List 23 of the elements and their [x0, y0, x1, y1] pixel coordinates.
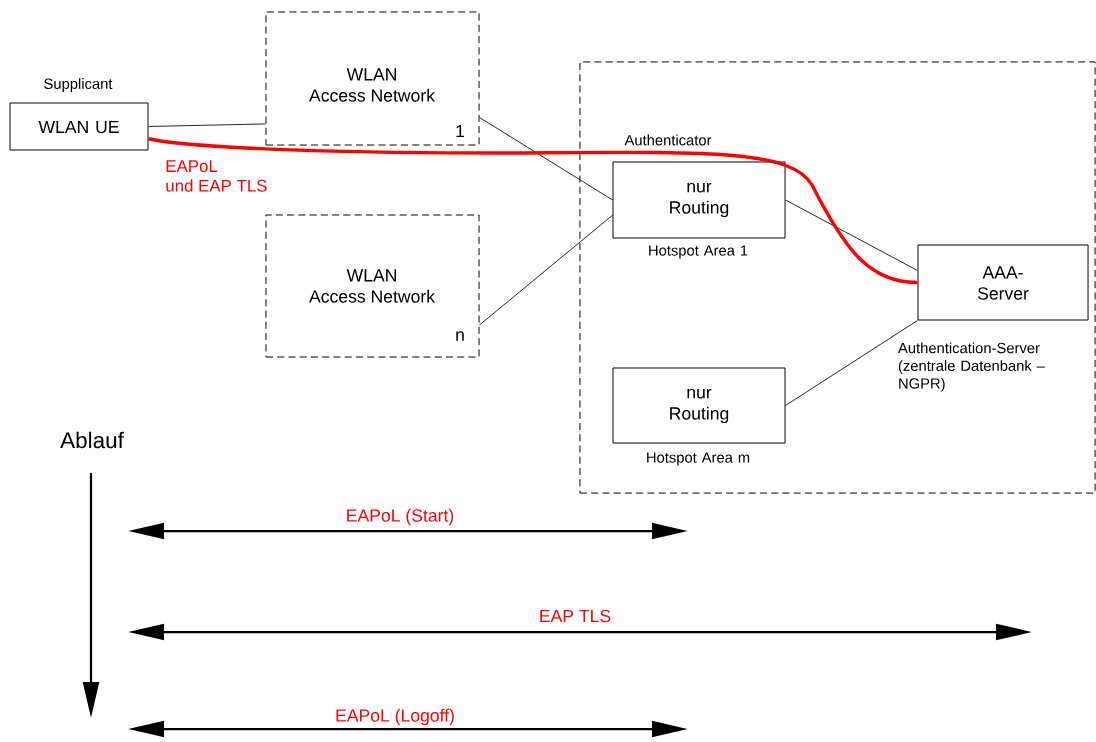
connector: [479, 117, 613, 201]
router-box: nur Routing: [612, 367, 786, 444]
router-box: nur Routing: [612, 161, 786, 239]
message-label: EAPoL (Start): [347, 508, 454, 526]
network-box: WLAN Access Network n: [265, 214, 480, 358]
node-label: Authenticator: [624, 134, 712, 146]
node-label: Authentication-Server (zentrale Datenbank – NGPR): [898, 342, 1045, 392]
connector: [148, 137, 918, 285]
node-label: Hotspot Area 1: [649, 245, 748, 259]
edge-label: EAPoL und EAP TLS: [166, 160, 267, 192]
process-box: WLAN UE: [9, 102, 149, 151]
node-label: Hotspot Area m: [647, 452, 750, 466]
area-outline: [579, 61, 1096, 494]
network-box: WLAN Access Network 1: [265, 11, 480, 146]
server-box: AAA-Server: [917, 244, 1089, 321]
connector: [785, 199, 918, 271]
message-label: Ablauf: [60, 431, 124, 449]
connector: [148, 123, 266, 127]
connector: [479, 214, 613, 326]
node-label: Supplicant: [44, 78, 113, 92]
message-label: EAP TLS: [540, 609, 611, 623]
connector: [785, 320, 918, 406]
message-label: EAPoL (Logoff): [336, 708, 454, 726]
